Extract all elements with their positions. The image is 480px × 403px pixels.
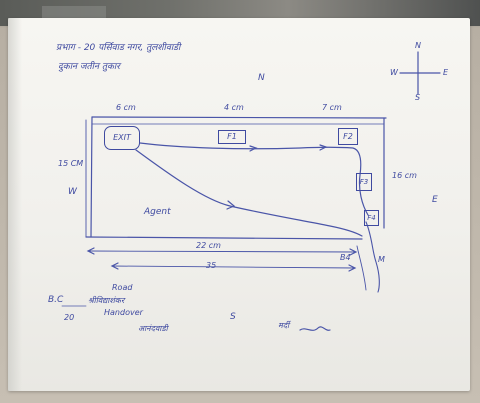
direction-north: N — [258, 73, 265, 83]
signature-1-sub: Handover — [104, 308, 143, 317]
direction-west: W — [68, 187, 77, 197]
exit-box: EXIT — [104, 126, 140, 150]
f2-box: F2 — [338, 128, 358, 145]
corner-label-right: M — [378, 255, 385, 264]
corner-label-bottom-right: B4 — [340, 253, 351, 262]
paper-sheet — [8, 18, 470, 391]
header-line-2: दुकान जतीन तुकार — [58, 62, 120, 72]
left-dimension: 15 CM — [58, 159, 84, 168]
road-label: Road — [112, 283, 133, 292]
f3-box: F3 — [356, 173, 372, 191]
top-dimension-2: 4 cm — [224, 103, 244, 112]
signature-2: आनंदवाडी — [138, 324, 168, 333]
signature-1: श्रीविद्याशंकर — [88, 296, 125, 305]
scale-label: B.C — [48, 295, 64, 305]
scale-sub-label: 20 — [64, 313, 75, 322]
compass-north: N — [415, 41, 421, 50]
f4-box: F4 — [364, 210, 379, 226]
compass-west: W — [390, 68, 398, 77]
header-line-1: प्रभाग - 20 पर्सिवाड नगर, तुलशीवाडी — [56, 43, 181, 53]
right-dimension: 16 cm — [392, 171, 417, 180]
bottom-center-s: S — [230, 312, 236, 322]
top-dimension-1: 6 cm — [116, 103, 136, 112]
bottom-dimension-secondary: 35 — [206, 261, 217, 270]
f1-box: F1 — [218, 130, 246, 144]
signature-3: मर्दी — [278, 321, 290, 330]
bottom-dimension-primary: 22 cm — [196, 241, 221, 250]
agent-label: Agent — [144, 207, 171, 217]
paper-edge-shadow — [8, 18, 22, 391]
top-dimension-3: 7 cm — [322, 103, 342, 112]
compass-south: S — [415, 93, 421, 102]
compass-east: E — [443, 68, 449, 77]
direction-east: E — [432, 195, 438, 205]
